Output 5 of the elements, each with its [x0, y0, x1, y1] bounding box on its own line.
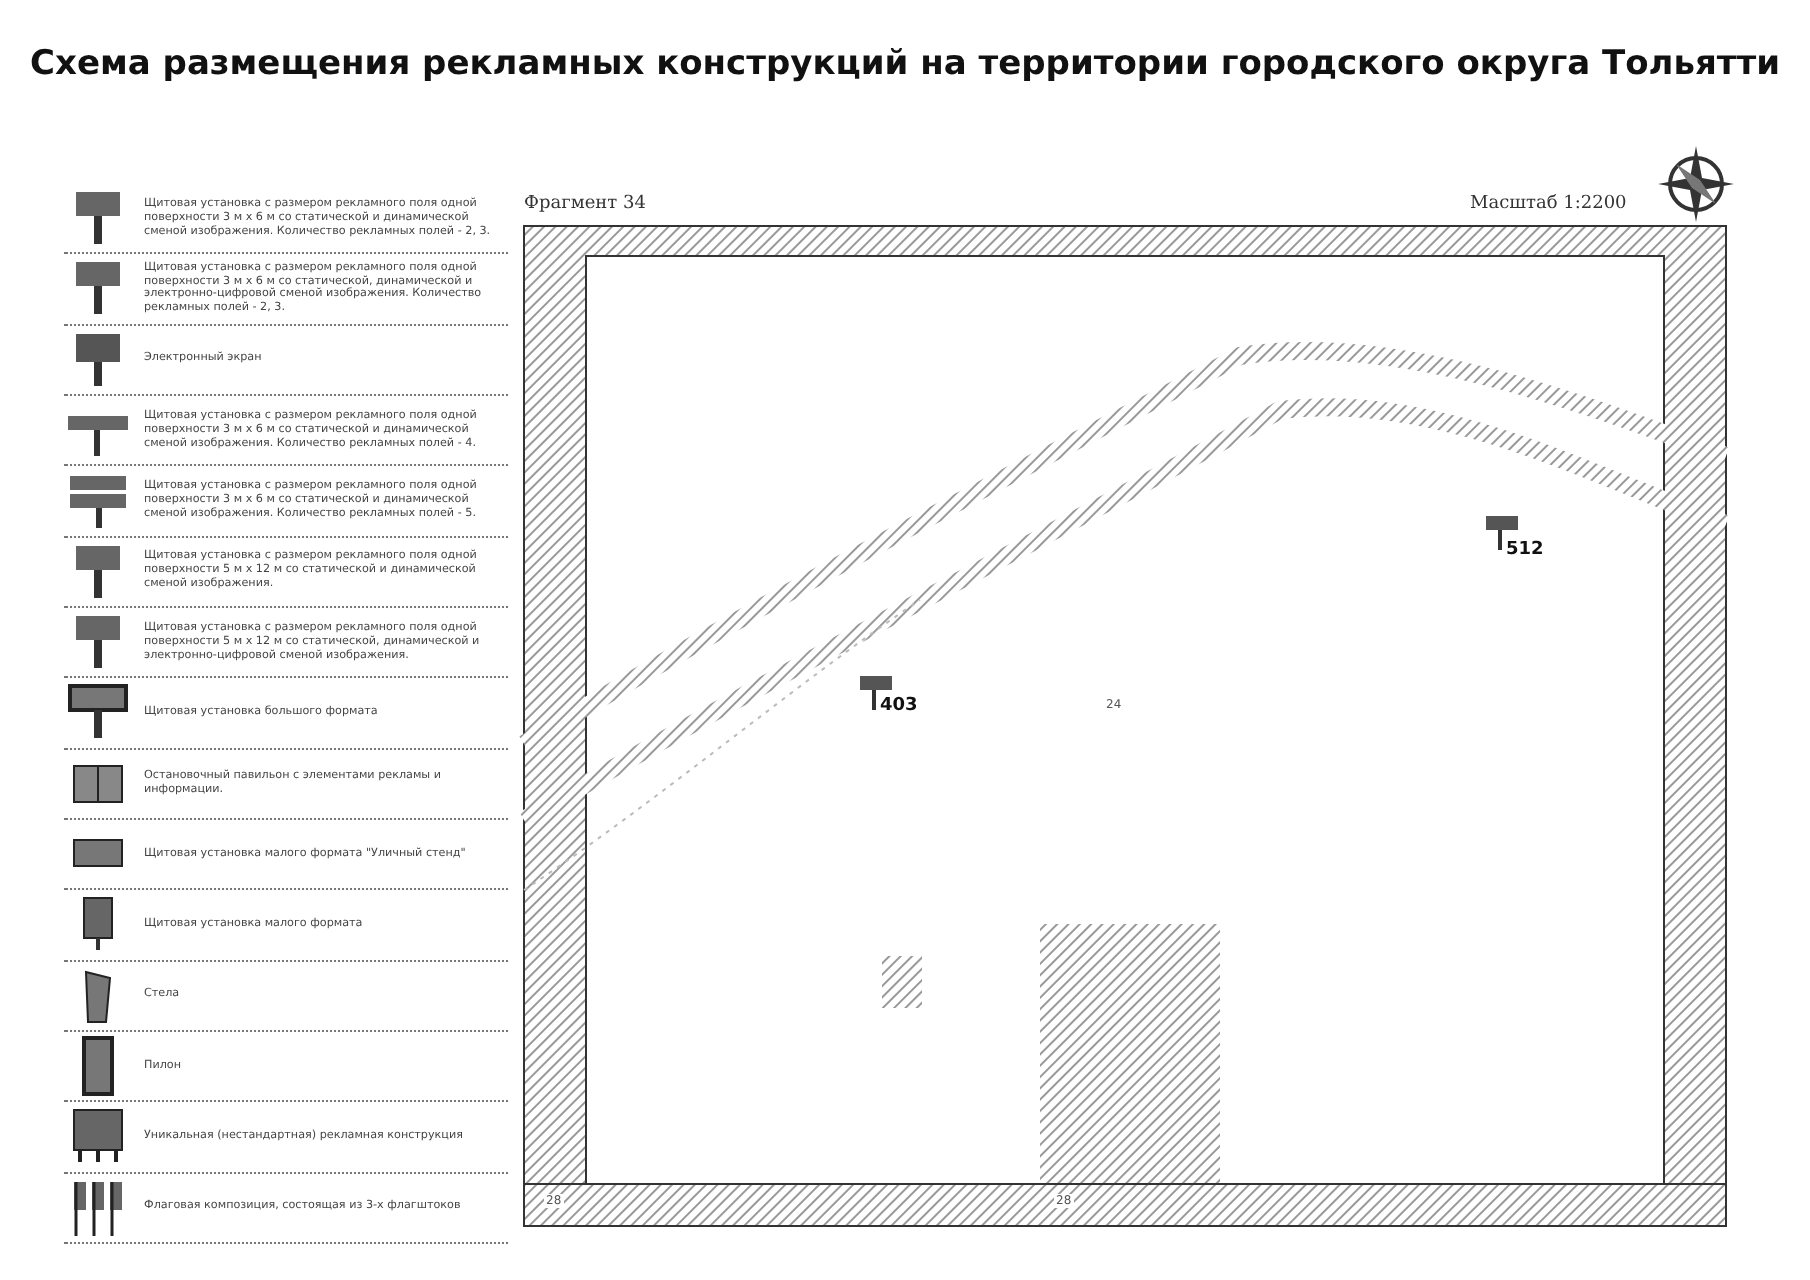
scale-label: Масштаб 1:2200: [1470, 194, 1627, 214]
sign-number: 512: [1506, 540, 1544, 560]
sign-number: 403: [880, 696, 918, 716]
map-title: Схема размещения рекламных конструкций на территории городского округа Тольятти: [28, 44, 1782, 84]
fragment-label: Фрагмент 34: [524, 194, 646, 214]
